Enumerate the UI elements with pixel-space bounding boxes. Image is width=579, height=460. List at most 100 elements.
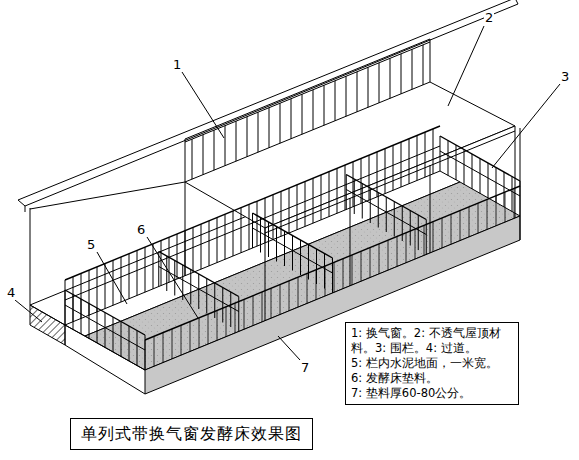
callout-number: 4	[6, 286, 16, 300]
fence-bar	[214, 283, 215, 318]
fence-bar	[225, 214, 226, 259]
fence-bar	[273, 195, 274, 240]
fence-bar	[451, 214, 452, 244]
fence-bar	[154, 336, 155, 366]
fence-bar	[65, 305, 145, 350]
fence-bar	[113, 260, 114, 305]
fence-bar	[105, 313, 106, 348]
fence-bar	[305, 181, 306, 226]
fence-bar	[190, 270, 191, 305]
fence-bar	[161, 241, 162, 286]
callout-number: 1	[172, 58, 182, 72]
fence-bar	[496, 196, 497, 226]
fence-bar	[241, 208, 242, 253]
fence-bar	[137, 331, 138, 366]
fence-bar	[292, 236, 293, 271]
callout-number: 7	[300, 361, 310, 375]
fence-bar	[397, 237, 398, 267]
fence-bar	[172, 329, 173, 359]
fence-bar	[145, 340, 146, 370]
fence-bar	[163, 333, 164, 363]
fence-bar	[226, 307, 227, 337]
fence-bar	[268, 222, 269, 257]
fence-bar	[247, 117, 248, 157]
fence-bar	[424, 225, 425, 255]
fence-bar	[352, 255, 353, 285]
fence-bar	[353, 162, 354, 207]
fence-bar	[297, 185, 298, 230]
fence-bar	[388, 240, 389, 270]
fence-bar	[257, 201, 258, 246]
fence-bar	[488, 163, 489, 198]
fence-bar	[460, 211, 461, 241]
fence-bar	[280, 103, 281, 143]
fence-bar	[368, 67, 369, 107]
fence-bar	[145, 335, 146, 370]
fence-bar	[198, 274, 199, 309]
fence-bar	[217, 218, 218, 263]
fence-bar	[182, 265, 183, 300]
fence-bar	[343, 259, 344, 289]
fence-bar	[249, 204, 250, 249]
fence-bar	[393, 145, 394, 190]
fence-bar	[346, 76, 347, 116]
fence-bar	[169, 237, 170, 282]
fence-bar	[379, 244, 380, 274]
fence-bar	[81, 299, 82, 334]
fence-bar	[208, 314, 209, 344]
fence-bar	[217, 310, 218, 340]
fence-bar	[433, 129, 434, 174]
fence-bar	[402, 206, 403, 241]
fence-bar	[158, 252, 159, 287]
fence-bar	[65, 126, 440, 280]
fence-bar	[222, 288, 223, 323]
fence-bar	[469, 207, 470, 237]
fence-bar	[291, 99, 292, 139]
fence-bar	[480, 159, 481, 194]
fence-bar	[137, 250, 138, 295]
fence-bar	[185, 231, 186, 276]
fence-bar	[448, 141, 449, 176]
fence-bar	[121, 322, 122, 357]
fence-bar	[89, 304, 90, 339]
fence-bar	[394, 202, 395, 237]
fence-bar	[329, 172, 330, 217]
fence-bar	[406, 233, 407, 263]
fence-bar	[313, 90, 314, 130]
fence-bar	[401, 54, 402, 94]
fence-bar	[244, 299, 245, 329]
fence-bar	[252, 213, 253, 248]
fence-bar	[276, 227, 277, 262]
fence-bar	[369, 155, 370, 200]
note-text: 6: 发酵床垫料。	[351, 371, 513, 386]
fence-bar	[129, 254, 130, 299]
fence-bar	[335, 81, 336, 121]
fence-bar	[284, 231, 285, 266]
fence-bar	[193, 227, 194, 272]
fence-bar	[199, 318, 200, 348]
fence-bar	[415, 229, 416, 259]
fence-bar	[235, 303, 236, 333]
note-text: 7: 垫料厚60-80公分。	[351, 386, 513, 401]
fence-bar	[440, 151, 520, 196]
fence-bar	[316, 270, 317, 300]
fence-bar	[370, 188, 371, 223]
fence-bar	[425, 132, 426, 177]
fence-bar	[512, 177, 513, 212]
fence-bar	[289, 188, 290, 233]
fence-bar	[417, 135, 418, 180]
fence-bar	[505, 192, 506, 222]
callout-number: 2	[484, 11, 494, 25]
fence-bar	[377, 152, 378, 197]
fence-bar	[65, 280, 66, 325]
fence-bar	[65, 290, 66, 325]
fence-bar	[271, 288, 272, 318]
fence-bar	[346, 190, 426, 235]
fence-bar	[97, 267, 98, 312]
fence-bar	[370, 248, 371, 278]
fence-bar	[260, 218, 261, 253]
fence-bar	[203, 135, 204, 175]
fence-bar	[233, 211, 234, 256]
fence-bar	[129, 326, 130, 361]
note-text: 3: 围栏。	[375, 341, 426, 355]
